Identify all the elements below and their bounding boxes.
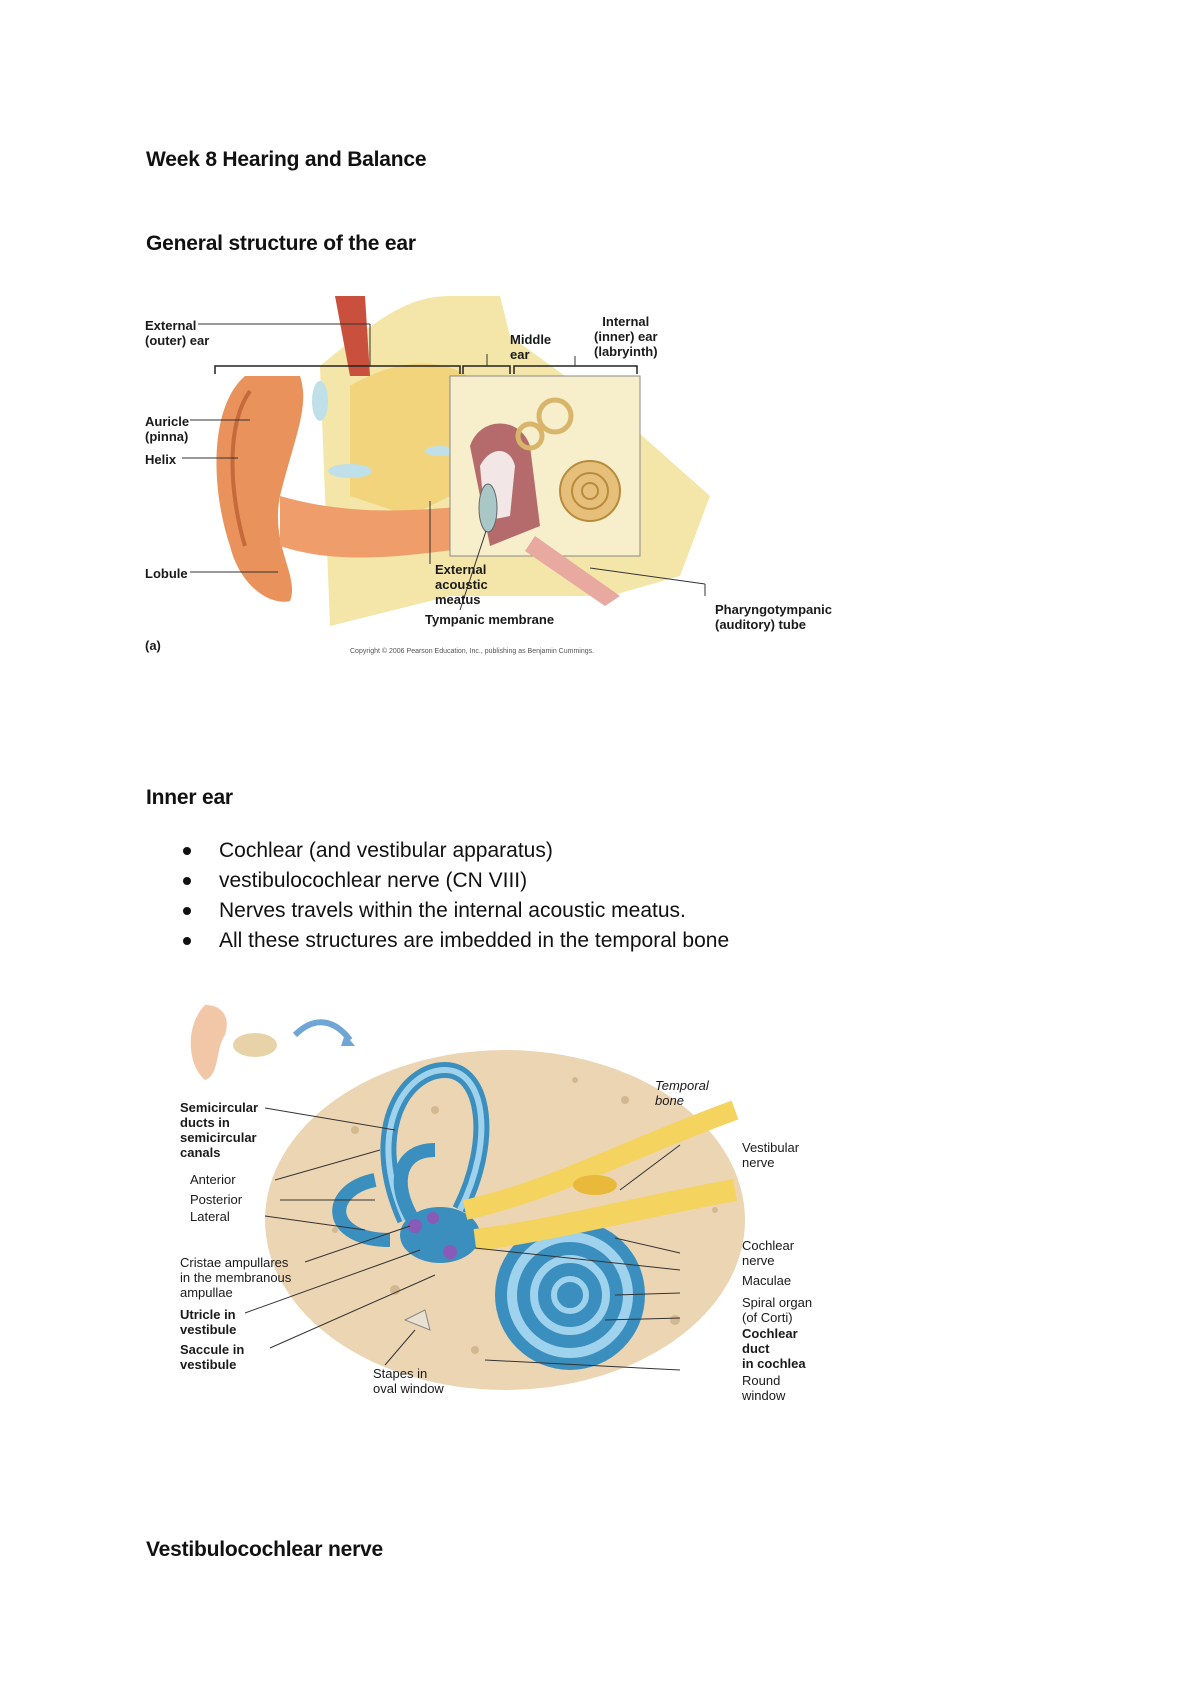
label-vestibular-nerve: Vestibular nerve <box>742 1140 800 1170</box>
bullet-dot <box>183 847 191 855</box>
inner-ear-figure: Semicircular ducts in semicircular canal… <box>175 990 835 1420</box>
label-tympanic-membrane: Tympanic membrane <box>425 612 555 627</box>
label-panel-a: (a) <box>145 638 161 653</box>
ear-structure-figure: External (outer) ear Middle ear Internal… <box>145 296 850 716</box>
bullet-text: Cochlear (and vestibular apparatus) <box>219 839 553 862</box>
label-stapes: Stapes in oval window <box>373 1366 444 1396</box>
bullet-item: All these structures are imbedded in the… <box>183 926 729 956</box>
ear-structure-illustration <box>182 296 710 626</box>
label-temporal-bone: Temporal bone <box>655 1078 709 1108</box>
label-cristae-ampullares: Cristae ampullares in the membranous amp… <box>180 1255 292 1300</box>
inner-ear-illustration <box>190 1005 745 1390</box>
label-helix: Helix <box>145 452 177 467</box>
bullet-text: All these structures are imbedded in the… <box>219 929 730 952</box>
bullet-item: Cochlear (and vestibular apparatus) <box>183 836 729 866</box>
section-heading-general-structure: General structure of the ear <box>146 232 416 255</box>
label-external-ear: External (outer) ear <box>145 318 210 348</box>
bullet-dot <box>183 877 191 885</box>
bullet-dot <box>183 907 191 915</box>
label-round-window: Round window <box>742 1373 786 1403</box>
label-internal-ear: Internal (inner) ear (labryinth) <box>594 314 658 359</box>
label-semicircular-ducts: Semicircular ducts in semicircular canal… <box>180 1100 259 1160</box>
label-spiral-organ: Spiral organ (of Corti) <box>742 1295 813 1325</box>
copyright-note: Copyright © 2006 Pearson Education, Inc.… <box>350 648 595 655</box>
document-title: Week 8 Hearing and Balance <box>146 148 427 171</box>
label-cochlear-nerve: Cochlear nerve <box>742 1238 795 1268</box>
section-heading-vestibulocochlear-nerve: Vestibulocochlear nerve <box>146 1538 384 1561</box>
bullet-text: Nerves travels within the internal acous… <box>219 899 686 922</box>
bullet-dot <box>183 937 191 945</box>
label-cochlear-duct: Cochlear duct in cochlea <box>742 1326 806 1371</box>
label-posterior: Posterior <box>190 1192 243 1207</box>
label-lateral: Lateral <box>190 1209 230 1224</box>
label-external-acoustic-meatus: External acoustic meatus <box>435 562 488 607</box>
inner-ear-bullet-list: Cochlear (and vestibular apparatus) vest… <box>183 836 729 956</box>
label-anterior: Anterior <box>190 1172 236 1187</box>
bullet-item: vestibulocochlear nerve (CN VIII) <box>183 866 729 896</box>
label-middle-ear: Middle ear <box>510 332 552 362</box>
section-heading-inner-ear: Inner ear <box>146 786 233 809</box>
bullet-text: vestibulocochlear nerve (CN VIII) <box>219 869 528 892</box>
label-lobule: Lobule <box>145 566 188 581</box>
label-maculae: Maculae <box>742 1273 792 1288</box>
bullet-item: Nerves travels within the internal acous… <box>183 896 729 926</box>
label-auricle: Auricle (pinna) <box>145 414 190 444</box>
label-saccule: Saccule in vestibule <box>180 1342 245 1372</box>
label-utricle: Utricle in vestibule <box>180 1307 237 1337</box>
label-pharyngotympanic-tube: Pharyngotympanic (auditory) tube <box>715 602 833 632</box>
